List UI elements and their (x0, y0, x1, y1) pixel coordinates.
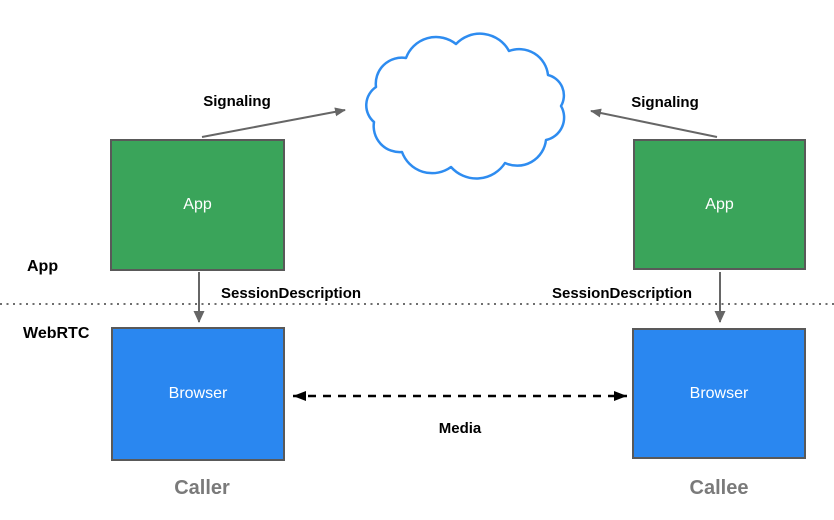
caller-browser-box-label: Browser (168, 385, 228, 402)
callee-app-box-label: App (705, 195, 734, 213)
callee-app-box: App (633, 139, 806, 270)
caller-app-box-label: App (183, 196, 212, 213)
caller-app-box: App (110, 139, 285, 271)
session-description-label-right: SessionDescription (551, 285, 693, 302)
signaling-arrow-left (201, 107, 346, 138)
caller-browser-box: Browser (111, 327, 285, 461)
callee-browser-box-label: Browser (689, 384, 749, 402)
caller-label: Caller (174, 477, 230, 499)
callee-label: Callee (689, 477, 749, 499)
callee-browser-box: Browser (632, 328, 806, 459)
session-description-label-left: SessionDescription (220, 285, 362, 302)
layer-label-app: App (27, 258, 59, 275)
signaling-label-left: Signaling (203, 93, 271, 110)
signaling-label-right: Signaling (631, 94, 699, 111)
layer-label-webrtc: WebRTC (23, 325, 90, 342)
signaling-arrow-right (590, 108, 718, 138)
signaling-cloud (365, 32, 566, 180)
media-label: Media (438, 420, 482, 437)
